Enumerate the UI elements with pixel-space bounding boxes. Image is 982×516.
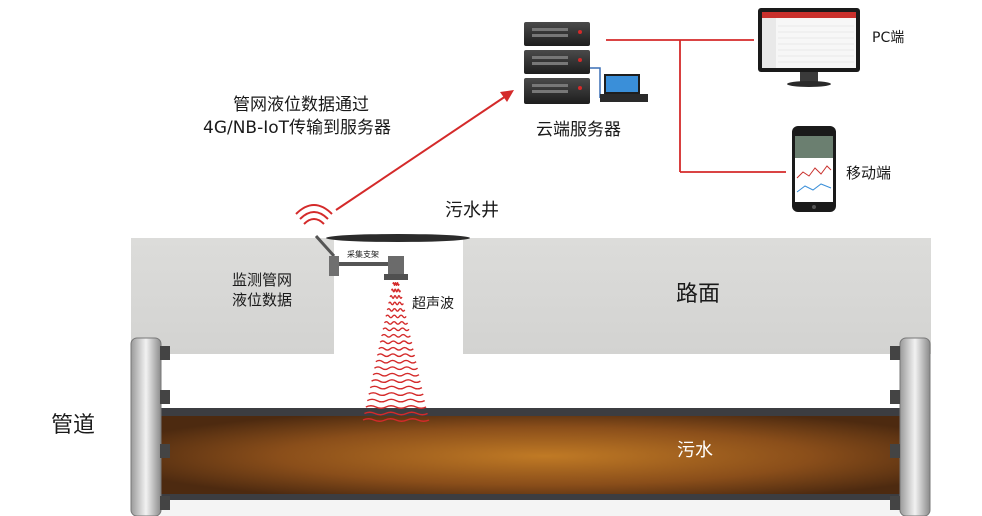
wireless-signal-icon [295,204,333,225]
ultrasonic-label: 超声波 [412,296,454,312]
pipe-label: 管道 [51,413,96,438]
server-rack-icon [524,22,648,104]
mobile-client-label: 移动端 [846,164,892,182]
ultrasonic-wave-line [366,398,426,403]
left-pipe-flange [130,337,170,516]
ultrasonic-wave-line [392,282,400,286]
transmission-arrow [335,90,514,211]
manhole-cover-icon [326,234,470,242]
ultrasonic-wave-line [385,314,407,319]
manhole-label: 污水井 [445,200,499,221]
transmit-label-line2: 4G/NB-IoT传输到服务器 [203,118,392,138]
ultrasonic-wave-line [378,346,414,351]
ultrasonic-wave-line [362,418,430,422]
ultrasonic-wave-line [371,379,421,384]
right-pipe-flange [890,337,931,516]
ultrasonic-wave-line [372,372,420,377]
cloud-server-label: 云端服务器 [536,120,621,140]
sensor-bracket [314,234,408,280]
sensor-icon [388,256,404,276]
monitor-label-line1: 监测管网 [232,271,293,289]
ultrasonic-wave-line [375,359,417,364]
ultrasonic-wave-line [368,392,424,397]
ultrasonic-wave-line [381,333,411,338]
ultrasonic-wave-line [382,327,410,332]
smartphone-icon [792,126,836,212]
road-surface-area [131,238,931,354]
ultrasonic-wave-line [388,301,404,306]
ultrasonic-wave-line [369,385,423,390]
client-connection-lines [606,39,786,173]
sewage-water [160,416,900,496]
monitor-label-line2: 液位数据 [232,291,293,309]
monitor-icon [758,8,860,87]
ultrasonic-waves [362,282,430,422]
ultrasonic-wave-line [365,405,427,409]
ultrasonic-wave-line [374,366,418,371]
pipe [160,354,900,516]
ultrasonic-wave-line [386,307,406,312]
ultrasonic-wave-line [390,288,402,293]
ultrasonic-wave-line [383,320,409,325]
bracket-label: 采集支架 [347,250,379,259]
ultrasonic-wave-line [376,353,416,358]
transmit-label-line1: 管网液位数据通过 [233,95,369,115]
ultrasonic-wave-line [364,411,428,416]
road-surface-label: 路面 [676,282,721,307]
pc-client-label: PC端 [872,30,905,46]
sewage-label: 污水 [677,440,713,461]
ultrasonic-wave-line [389,295,403,299]
ultrasonic-wave-line [379,340,413,345]
